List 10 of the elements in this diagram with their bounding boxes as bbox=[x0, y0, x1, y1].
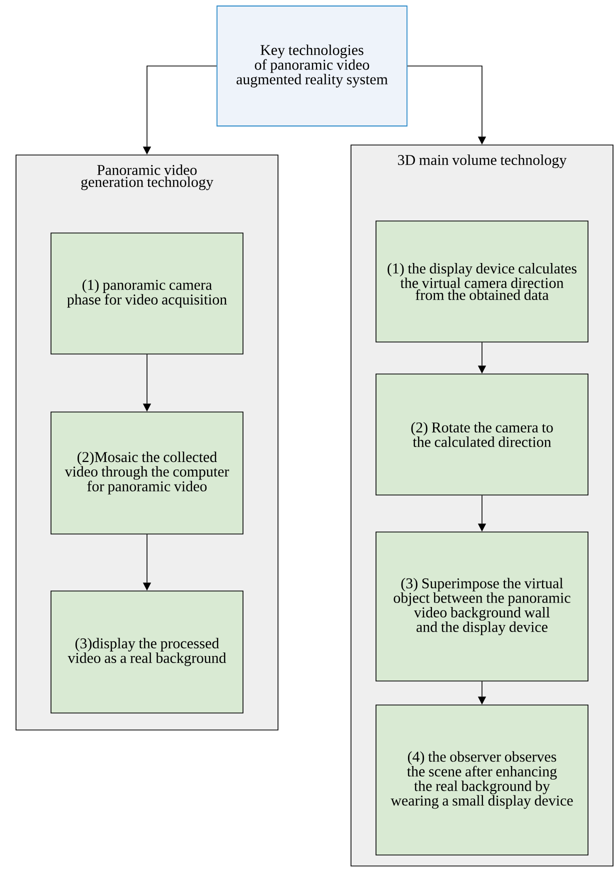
step-text: (1) panoramic camera phase for video acquisition bbox=[67, 279, 227, 308]
title-text: Key technologies of panoramic video augmented reality system bbox=[236, 44, 388, 88]
group-heading: Panoramic video generation technology bbox=[81, 164, 214, 190]
step-text: (2)Mosaic the collected video through the computer for panoramic video bbox=[64, 452, 230, 494]
step-text: (2) Rotate the camera to the calculated direction bbox=[411, 422, 553, 448]
step-text: (3)display the processed video as a real background bbox=[68, 638, 226, 666]
step-text: (4) the observer observes the scene after enhancing the real background by wearing a small display device bbox=[390, 751, 573, 809]
group-heading: 3D main volume technology bbox=[398, 154, 567, 168]
step-text: (3) Superimpose the virtual object between the panoramic video background wall and the display device bbox=[394, 578, 570, 636]
step-text: (1) the display device calculates the virtual camera direction from the obtained data bbox=[388, 262, 576, 300]
